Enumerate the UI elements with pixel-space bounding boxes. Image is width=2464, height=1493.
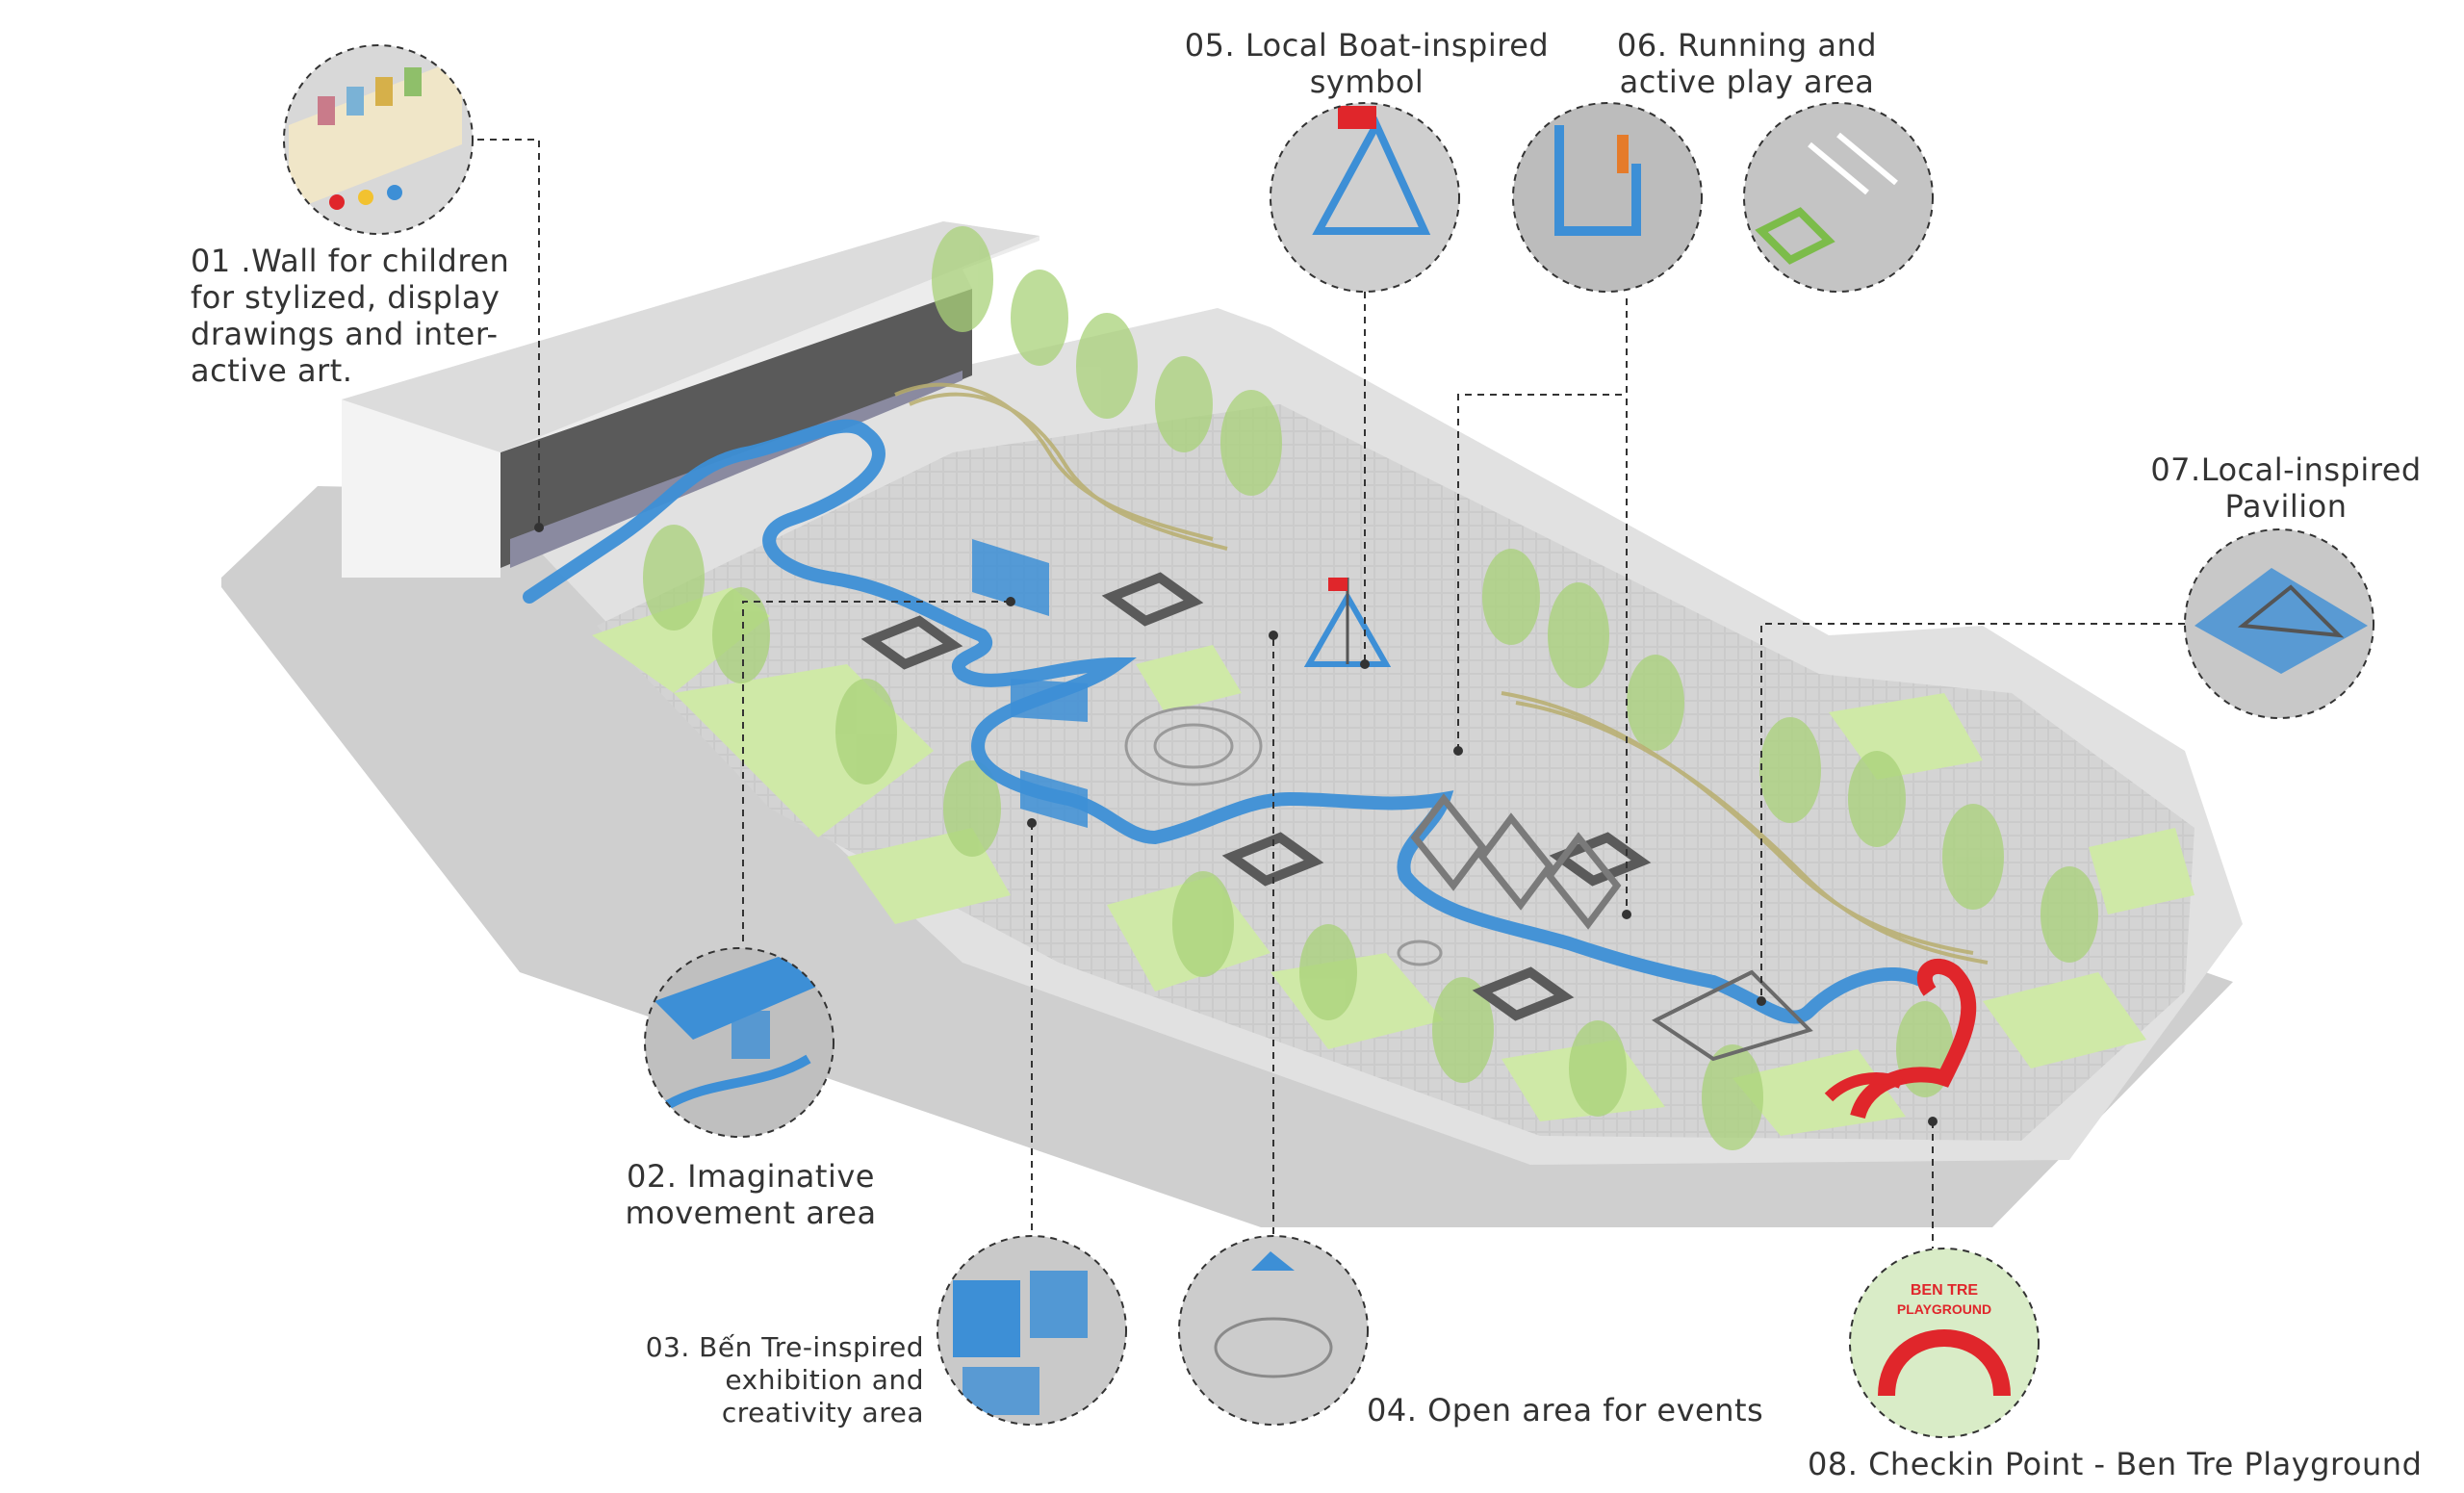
leader-dots xyxy=(534,523,1938,1126)
trees xyxy=(643,226,2098,1150)
label-08-checkin: 08. Checkin Point - Ben Tre Playground xyxy=(1808,1446,2423,1482)
label-03-exhibition: 03. Bến Tre-inspired exhibition and crea… xyxy=(645,1331,924,1429)
boat-symbol xyxy=(1303,578,1392,667)
label-02-movement: 02. Imaginative movement area xyxy=(625,1158,877,1231)
pergola xyxy=(894,382,1989,965)
detail-bubble-01 xyxy=(283,44,474,235)
label-07-pavilion: 07.Local-inspired Pavilion xyxy=(2150,451,2422,525)
blue-play-path xyxy=(523,419,1932,1024)
detail-bubble-03 xyxy=(937,1235,1127,1426)
event-circle xyxy=(1124,706,1443,966)
pavilion xyxy=(1652,969,1813,1062)
blue-panels xyxy=(972,539,1088,828)
detail-bubble-02 xyxy=(644,947,834,1138)
detail-bubble-06a xyxy=(1512,102,1703,293)
label-06-running: 06. Running and active play area xyxy=(1616,27,1878,100)
checkin-arch xyxy=(1824,959,1977,1120)
leader-lines xyxy=(477,139,2185,1248)
detail-bubble-06b xyxy=(1743,102,1934,293)
wall-building xyxy=(342,221,1040,578)
label-05-boat: 05. Local Boat-inspired symbol xyxy=(1184,27,1550,100)
detail-bubble-05 xyxy=(1270,102,1460,293)
detail-bubble-07 xyxy=(2184,528,2374,719)
detail-bubble-04 xyxy=(1178,1235,1369,1426)
label-04-events: 04. Open area for events xyxy=(1367,1392,1764,1429)
checkin-sign-line2: PLAYGROUND xyxy=(1897,1301,1991,1317)
running-frames xyxy=(1410,793,1622,930)
label-01-wall: 01 .Wall for children for stylized, disp… xyxy=(191,243,510,389)
detail-bubble-08: BEN TRE PLAYGROUND xyxy=(1849,1248,2040,1438)
plaza-features xyxy=(860,572,1652,1021)
checkin-sign-line1: BEN TRE xyxy=(1911,1282,1979,1299)
